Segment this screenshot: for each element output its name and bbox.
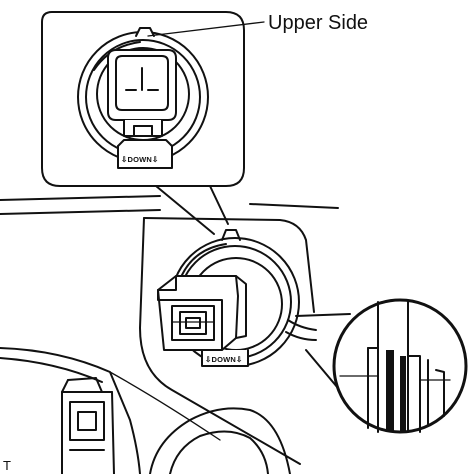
detail-magnifier <box>295 298 468 434</box>
figure-code: T <box>3 458 11 473</box>
inset-leader <box>155 185 229 235</box>
upper-side-leader <box>147 21 265 37</box>
inset-view: ⇩DOWN⇩ <box>41 11 245 187</box>
down-mark-inset: ⇩DOWN⇩ <box>121 155 159 164</box>
upper-side-label: Upper Side <box>268 12 368 34</box>
lower-connector <box>61 377 115 474</box>
plug-connector <box>157 275 247 351</box>
body-panel <box>0 195 339 474</box>
down-mark-socket: ⇩DOWN⇩ <box>205 355 243 364</box>
